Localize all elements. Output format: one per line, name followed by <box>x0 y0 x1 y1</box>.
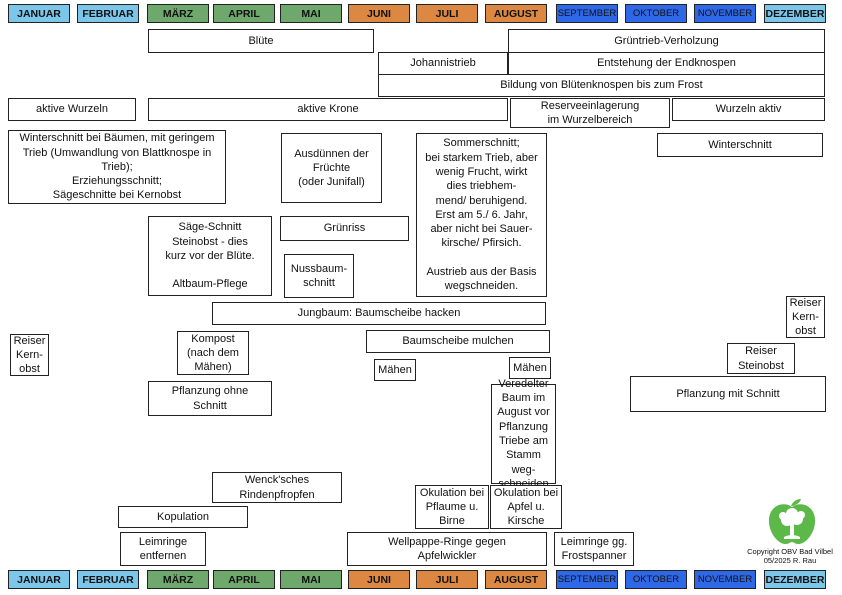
month-maerz-bottom: MÄRZ <box>147 570 209 589</box>
month-august-top: AUGUST <box>485 4 547 23</box>
endknospen-bar: Entstehung der Endknospen <box>508 52 825 75</box>
month-april-top: APRIL <box>213 4 275 23</box>
month-mai-top: MAI <box>280 4 342 23</box>
aktive-krone-bar: aktive Krone <box>148 98 508 121</box>
month-januar-bottom: JANUAR <box>8 570 70 589</box>
winterschnitt-right-box: Winterschnitt <box>657 133 823 157</box>
okulation-apfel-box: Okulation bei Apfel u. Kirsche <box>490 485 562 529</box>
month-november-bottom: NOVEMBER <box>694 570 756 589</box>
month-dezember-top: DEZEMBER <box>764 4 826 23</box>
month-januar-top: JANUAR <box>8 4 70 23</box>
wencksches-rindenpfropfen-box: Wenck'sches Rindenpfropfen <box>212 472 342 503</box>
winterschnitt-box: Winterschnitt bei Bäumen, mit geringem T… <box>8 130 226 204</box>
month-november-top: NOVEMBER <box>694 4 756 23</box>
month-februar-top: FEBRUAR <box>77 4 139 23</box>
month-juni-bottom: JUNI <box>348 570 410 589</box>
nussbaumschnitt-box: Nussbaum- schnitt <box>284 254 354 298</box>
veredelter-baum-box: Veredelter Baum im August vor Pflanzung … <box>491 378 556 490</box>
sommerschnitt-box: Sommerschnitt; bei starkem Trieb, aber w… <box>416 133 547 297</box>
leimringe-frostspanner-box: Leimringe gg. Frostspanner <box>554 532 634 566</box>
wurzeln-aktiv-bar: Wurzeln aktiv <box>672 98 825 121</box>
bluete-bar: Blüte <box>148 29 374 53</box>
copyright-text: Copyright OBV Bad Vilbel 05/2025 R. Rau <box>747 547 833 565</box>
month-maerz-top: MÄRZ <box>147 4 209 23</box>
month-juli-top: JULI <box>416 4 478 23</box>
aktive-wurzeln-bar: aktive Wurzeln <box>8 98 136 121</box>
jungbaum-box: Jungbaum: Baumscheibe hacken <box>212 302 546 325</box>
month-september-top: SEPTEMBER <box>556 4 618 23</box>
month-dezember-bottom: DEZEMBER <box>764 570 826 589</box>
gruenriss-box: Grünriss <box>280 216 409 241</box>
baumscheibe-mulchen-box: Baumscheibe mulchen <box>366 330 550 353</box>
month-august-bottom: AUGUST <box>485 570 547 589</box>
johannistrieb-bar: Johannistrieb <box>378 52 508 75</box>
wellpappe-ringe-box: Wellpappe-Ringe gegen Apfelwickler <box>347 532 547 566</box>
month-februar-bottom: FEBRUAR <box>77 570 139 589</box>
pflanzung-ohne-schnitt-box: Pflanzung ohne Schnitt <box>148 381 272 416</box>
reiser-kernobst-left-box: Reiser Kern- obst <box>10 334 49 376</box>
apple-tree-logo-icon <box>768 499 816 545</box>
month-juli-bottom: JULI <box>416 570 478 589</box>
month-juni-top: JUNI <box>348 4 410 23</box>
month-oktober-bottom: OKTOBER <box>625 570 687 589</box>
pflanzung-mit-schnitt-box: Pflanzung mit Schnitt <box>630 376 826 412</box>
ausduennen-box: Ausdünnen der Früchte (oder Junifall) <box>281 133 382 203</box>
month-september-bottom: SEPTEMBER <box>556 570 618 589</box>
kopulation-box: Kopulation <box>118 506 248 528</box>
month-oktober-top: OKTOBER <box>625 4 687 23</box>
kompost-box: Kompost (nach dem Mähen) <box>177 331 249 375</box>
reserveeinlagerung-bar: Reserveeinlagerung im Wurzelbereich <box>510 98 670 128</box>
reiser-steinobst-box: Reiser Steinobst <box>727 343 795 374</box>
month-mai-bottom: MAI <box>280 570 342 589</box>
okulation-pflaume-box: Okulation bei Pflaume u. Birne <box>415 485 489 529</box>
reiser-kernobst-right-box: Reiser Kern- obst <box>786 296 825 338</box>
maehen-box-1: Mähen <box>374 359 416 381</box>
leimringe-entfernen-box: Leimringe entfernen <box>120 532 206 566</box>
gruentrieb-verholzung-bar: Grüntrieb-Verholzung <box>508 29 825 53</box>
bluetenknospen-bar: Bildung von Blütenknospen bis zum Frost <box>378 74 825 97</box>
maehen-box-2: Mähen <box>509 357 551 379</box>
saege-schnitt-box: Säge-Schnitt Steinobst - dies kurz vor d… <box>148 216 272 296</box>
month-april-bottom: APRIL <box>213 570 275 589</box>
